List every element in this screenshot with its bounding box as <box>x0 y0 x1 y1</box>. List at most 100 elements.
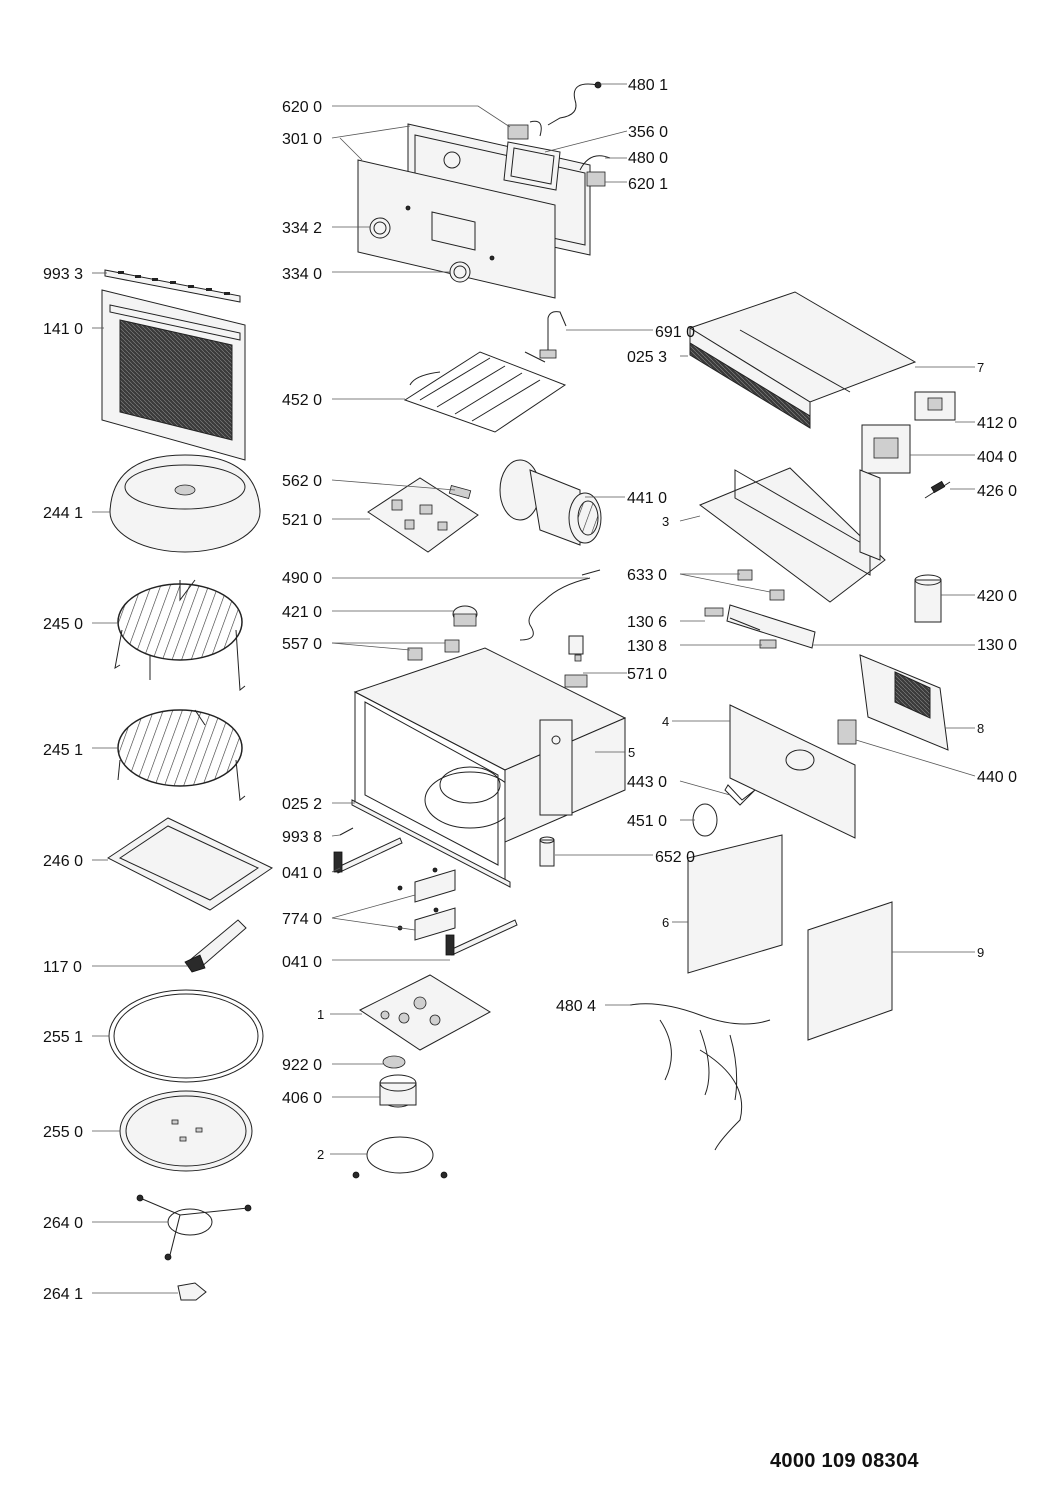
washer-part <box>382 1055 406 1069</box>
label-922-0: 922 0 <box>282 1057 322 1074</box>
sensor-probe-part <box>539 311 567 359</box>
label-264-0: 264 0 <box>43 1215 83 1232</box>
label-356-0: 356 0 <box>628 124 668 141</box>
latch-bracket-part <box>704 604 816 649</box>
label-041-0-a: 041 0 <box>282 865 322 882</box>
label-2: 2 <box>317 1147 324 1162</box>
transformer-part <box>914 391 956 421</box>
label-130-6: 130 6 <box>627 614 667 631</box>
label-025-2: 025 2 <box>282 796 322 813</box>
label-490-0: 490 0 <box>282 570 322 587</box>
side-panel-right-part <box>807 901 893 1041</box>
baking-tray-part <box>107 817 274 911</box>
knob-small-part <box>369 217 391 239</box>
waveguide-part <box>859 654 949 751</box>
relay-bracket-part <box>507 120 542 140</box>
capacitor-large-part <box>914 574 942 623</box>
display-board-part <box>503 141 561 191</box>
fan-motor-part <box>499 459 602 546</box>
label-4: 4 <box>662 714 669 729</box>
label-6: 6 <box>662 915 669 930</box>
label-264-1: 264 1 <box>43 1286 83 1303</box>
label-130-0: 130 0 <box>977 637 1017 654</box>
label-452-0: 452 0 <box>282 392 322 409</box>
label-5: 5 <box>628 745 635 760</box>
thermostat-part <box>407 639 460 661</box>
oven-cavity-part <box>353 647 627 881</box>
label-3: 3 <box>662 514 669 529</box>
label-620-1: 620 1 <box>628 176 668 193</box>
label-9: 9 <box>977 945 984 960</box>
label-041-0-b: 041 0 <box>282 954 322 971</box>
door-seal-strip-part <box>104 269 241 303</box>
label-480-4: 480 4 <box>556 998 596 1015</box>
cavity-rail-part <box>351 799 511 888</box>
wire-jumper-part <box>579 155 611 187</box>
label-025-3: 025 3 <box>627 349 667 366</box>
base-plate-part <box>359 974 491 1051</box>
label-420-0: 420 0 <box>977 588 1017 605</box>
power-cord-part <box>519 569 601 641</box>
label-993-8: 993 8 <box>282 829 322 846</box>
label-480-0: 480 0 <box>628 150 668 167</box>
label-1: 1 <box>317 1007 324 1022</box>
label-8: 8 <box>977 721 984 736</box>
side-panel-left-part <box>687 834 783 974</box>
label-426-0: 426 0 <box>977 483 1017 500</box>
label-117-0: 117 0 <box>43 959 82 976</box>
main-wire-harness-part <box>629 1003 771 1151</box>
label-245-1: 245 1 <box>43 742 83 759</box>
roller-support-part <box>136 1194 252 1261</box>
screw-part <box>339 827 354 836</box>
wire-harness-small-part <box>547 81 602 126</box>
fuse-holder-part <box>924 480 951 499</box>
label-652-0: 652 0 <box>655 849 695 866</box>
label-255-0: 255 0 <box>43 1124 83 1141</box>
label-571-0: 571 0 <box>627 666 667 683</box>
label-244-1: 244 1 <box>43 505 83 522</box>
control-board-part <box>367 477 479 553</box>
part-labels: 480 1 620 0 301 0 356 0 480 0 620 1 334 … <box>43 77 1017 1303</box>
fuse-part <box>448 485 472 499</box>
label-130-8: 130 8 <box>627 638 667 655</box>
turntable-plate-part <box>119 1090 253 1172</box>
label-441-0: 441 0 <box>627 490 667 507</box>
label-421-0: 421 0 <box>282 604 322 621</box>
magnetron-part <box>861 424 911 474</box>
chassis-frame-part <box>698 467 886 603</box>
label-451-0: 451 0 <box>627 813 667 830</box>
label-7: 7 <box>977 360 984 375</box>
label-633-0: 633 0 <box>627 567 667 584</box>
thermal-fuse-part <box>837 719 857 745</box>
drive-coupler-part <box>177 1282 207 1301</box>
high-wire-rack-part <box>114 579 246 691</box>
slide-rail-lower-part <box>445 919 518 956</box>
leader-lines <box>92 83 976 1294</box>
turntable-motor-part <box>379 1074 417 1108</box>
turntable-ring-part <box>108 989 264 1083</box>
label-521-0: 521 0 <box>282 512 322 529</box>
dome-cover-part <box>109 454 261 553</box>
label-774-0: 774 0 <box>282 911 322 928</box>
label-412-0: 412 0 <box>977 415 1017 432</box>
label-404-0: 404 0 <box>977 449 1017 466</box>
slide-rail-upper-part <box>333 837 403 874</box>
label-993-3: 993 3 <box>43 266 83 283</box>
label-334-0: 334 0 <box>282 266 322 283</box>
document-code: 4000 109 08304 <box>770 1450 919 1472</box>
brackets-part <box>397 867 456 941</box>
label-480-1: 480 1 <box>628 77 668 94</box>
motor-ring-part <box>352 1136 448 1179</box>
tray-handle-part <box>184 919 247 973</box>
label-620-0: 620 0 <box>282 99 322 116</box>
interlock-switch-part <box>564 635 588 688</box>
low-wire-rack-part <box>117 709 246 801</box>
convection-heater-part <box>692 803 718 837</box>
fan-blade-part <box>724 784 756 806</box>
diode-part <box>539 836 555 867</box>
label-245-0: 245 0 <box>43 616 83 633</box>
grill-heater-part <box>403 351 567 433</box>
label-557-0: 557 0 <box>282 636 322 653</box>
label-255-1: 255 1 <box>43 1029 83 1046</box>
